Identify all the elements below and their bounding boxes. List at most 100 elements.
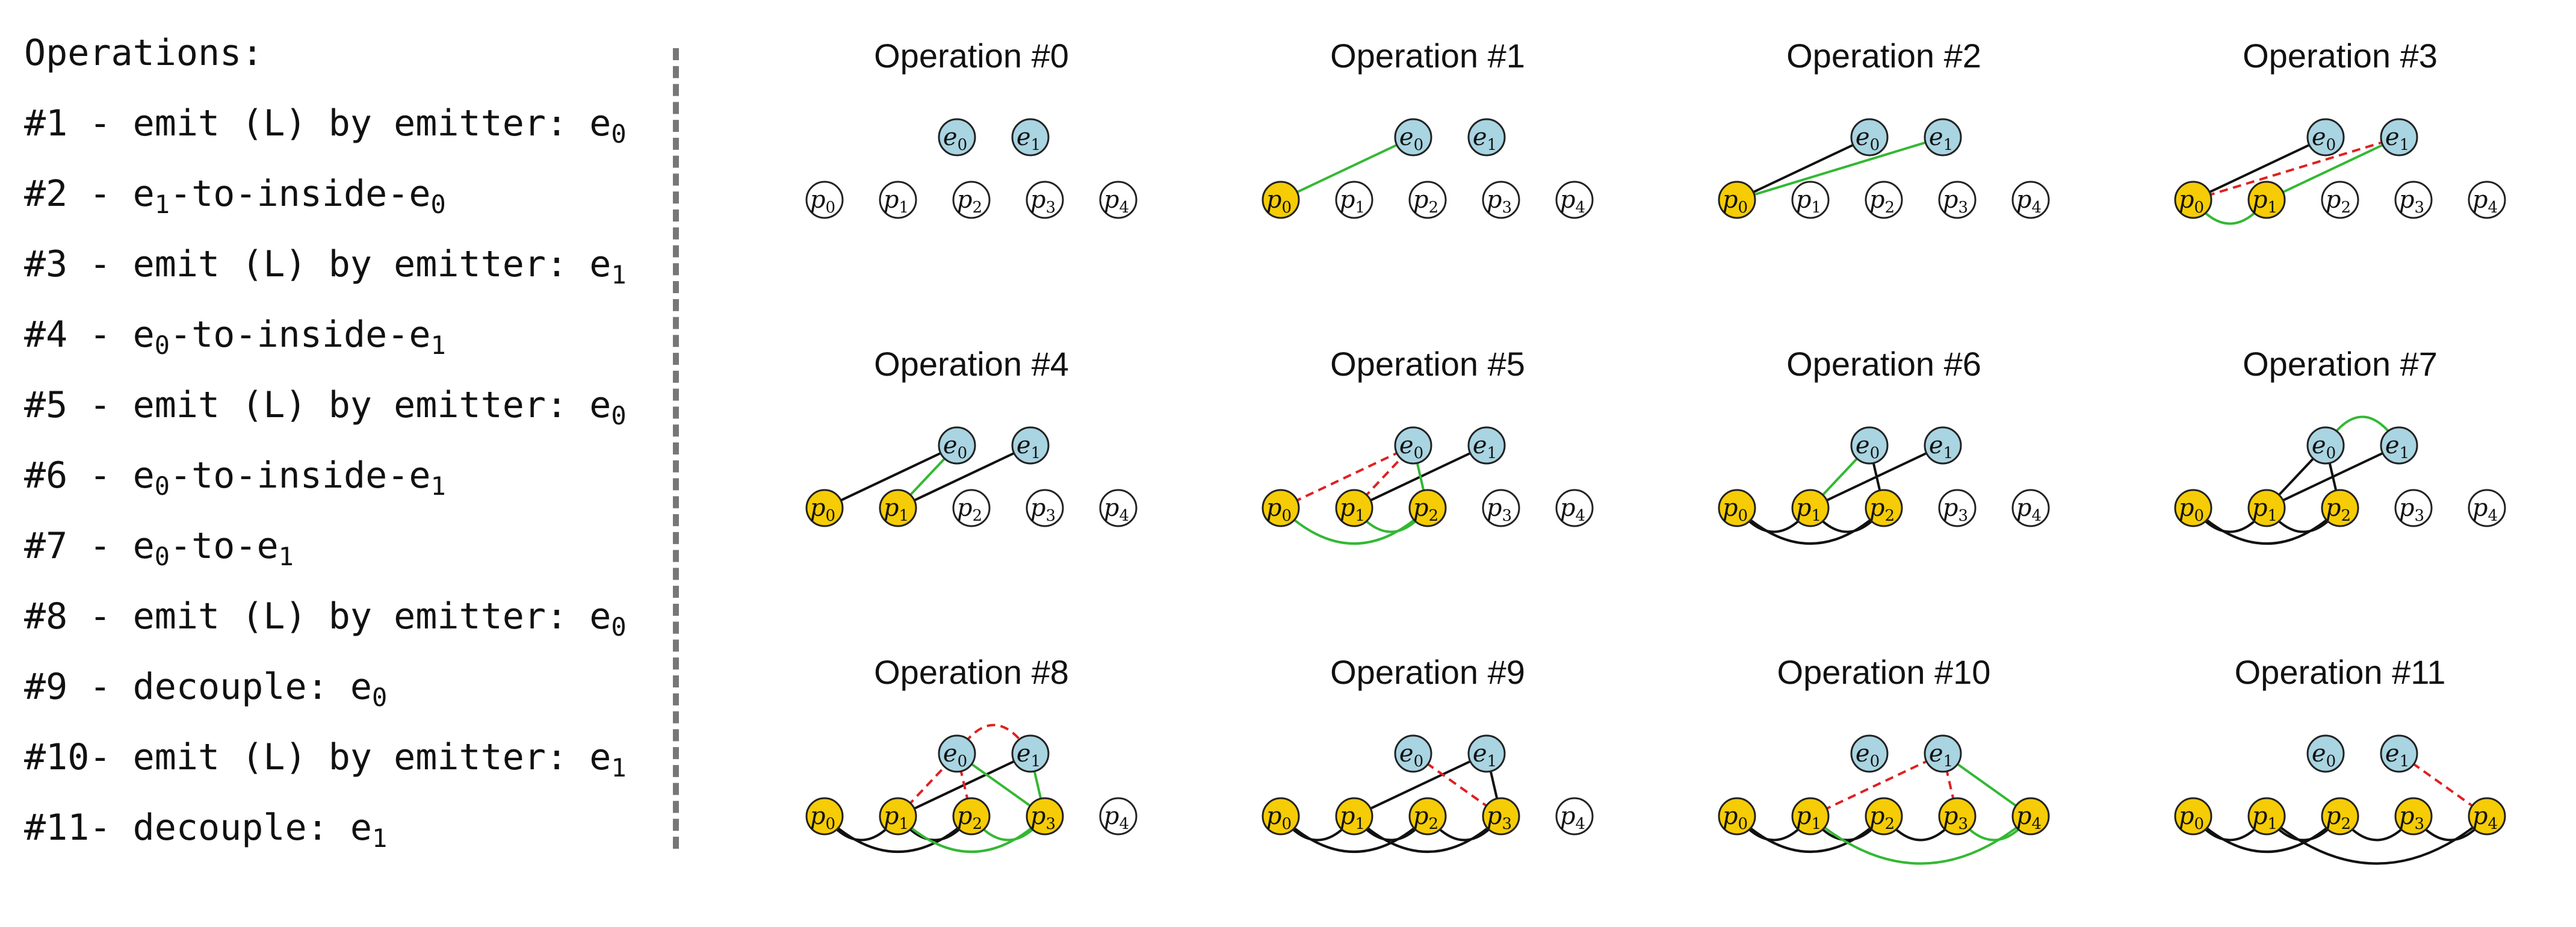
operation-item: #6 - e0-to-inside-e1 bbox=[24, 451, 627, 522]
node-label: e0 bbox=[2312, 432, 2336, 462]
operation-text: emit (L) by emitter: e bbox=[132, 243, 611, 285]
photon-node bbox=[952, 489, 991, 527]
operation-subscript: 0 bbox=[154, 542, 170, 571]
photon-node bbox=[2321, 797, 2359, 836]
emitter-node bbox=[938, 426, 976, 465]
node-label: p1 bbox=[1796, 802, 1821, 833]
node-label: p2 bbox=[1869, 802, 1895, 833]
photon-node bbox=[1335, 797, 1373, 836]
node-label: p0 bbox=[1723, 186, 1748, 217]
operation-item: #11- decouple: e1 bbox=[24, 804, 627, 874]
panel-title: Operation #1 bbox=[1330, 37, 1525, 75]
graph-edge bbox=[823, 815, 973, 854]
emitter-node bbox=[1011, 118, 1050, 157]
photon-node bbox=[1408, 181, 1447, 219]
node-label: e1 bbox=[1929, 740, 1953, 770]
photon-node bbox=[879, 489, 917, 527]
emitter-node bbox=[1850, 426, 1889, 465]
node-label: p0 bbox=[1723, 802, 1748, 833]
operation-item: #9 - decouple: e0 bbox=[24, 663, 627, 733]
graph-edge bbox=[1353, 815, 1502, 854]
photon-node bbox=[2394, 181, 2433, 219]
node-label: p2 bbox=[957, 494, 982, 525]
operation-subscript: 0 bbox=[371, 683, 388, 712]
graph-edge bbox=[2192, 507, 2341, 545]
node-label: e0 bbox=[2312, 740, 2336, 770]
node-label: e0 bbox=[1856, 123, 1880, 154]
operation-number: #1 - bbox=[24, 102, 133, 144]
node-label: e0 bbox=[943, 432, 967, 462]
emitter-node bbox=[1467, 118, 1506, 157]
node-label: p3 bbox=[2399, 494, 2424, 525]
photon-node bbox=[1865, 797, 1903, 836]
operation-text: -to-e bbox=[170, 525, 279, 567]
node-label: p4 bbox=[2472, 494, 2498, 525]
operation-item: #7 - e0-to-e1 bbox=[24, 522, 627, 592]
node-label: p3 bbox=[1487, 186, 1512, 217]
panel-title: Operation #0 bbox=[874, 37, 1069, 75]
node-label: p2 bbox=[1869, 186, 1895, 217]
graph-edge bbox=[824, 444, 958, 509]
emitter-node bbox=[1394, 734, 1432, 773]
node-label: p0 bbox=[1723, 494, 1748, 525]
photon-node bbox=[1791, 797, 1830, 836]
node-label: e1 bbox=[1473, 432, 1497, 462]
node-label: p0 bbox=[1266, 494, 1292, 525]
node-label: e0 bbox=[1399, 432, 1423, 462]
operation-text: -to-inside-e bbox=[170, 314, 431, 356]
photon-node bbox=[2011, 489, 2050, 527]
photon-node bbox=[952, 181, 991, 219]
operation-text: emit (L) by emitter: e bbox=[132, 102, 611, 144]
node-label: e0 bbox=[1399, 123, 1423, 154]
node-label: e1 bbox=[1473, 123, 1497, 154]
panel-title: Operation #11 bbox=[2235, 653, 2446, 691]
graph-edge bbox=[1810, 444, 1943, 509]
graph-edge bbox=[1736, 815, 1885, 854]
node-label: p1 bbox=[884, 802, 909, 833]
graph-edge bbox=[1280, 507, 1429, 545]
photon-node bbox=[2321, 489, 2359, 527]
graph-edge bbox=[897, 815, 1046, 854]
operation-number: #6 - bbox=[24, 454, 133, 497]
node-label: p2 bbox=[957, 802, 982, 833]
operation-subscript: 1 bbox=[371, 823, 388, 853]
emitter-node bbox=[1924, 118, 1962, 157]
operation-item: #3 - emit (L) by emitter: e1 bbox=[24, 240, 627, 311]
photon-node bbox=[2174, 489, 2212, 527]
photon-node bbox=[1408, 489, 1447, 527]
emitter-node bbox=[1011, 426, 1050, 465]
node-label: p2 bbox=[2326, 186, 2351, 217]
graph-edge bbox=[2193, 136, 2326, 201]
node-label: e1 bbox=[1929, 432, 1953, 462]
node-label: p3 bbox=[1030, 802, 1056, 833]
photon-node bbox=[2468, 181, 2506, 219]
photon-node bbox=[2321, 181, 2359, 219]
node-label: p4 bbox=[2472, 186, 2498, 217]
photon-node bbox=[1791, 489, 1830, 527]
operation-subscript: 1 bbox=[278, 542, 294, 571]
node-label: e1 bbox=[1017, 123, 1041, 154]
photon-node bbox=[2394, 797, 2433, 836]
photon-node bbox=[1026, 181, 1064, 219]
operation-number: #10- bbox=[24, 736, 133, 778]
panel-title: Operation #9 bbox=[1330, 653, 1525, 691]
node-label: p0 bbox=[1266, 802, 1292, 833]
emitter-node bbox=[1924, 426, 1962, 465]
operation-number: #8 - bbox=[24, 595, 133, 637]
emitter-node bbox=[2380, 118, 2418, 157]
panel-title: Operation #4 bbox=[874, 345, 1069, 383]
photon-node bbox=[1099, 181, 1138, 219]
operation-number: #11- bbox=[24, 807, 133, 849]
node-label: e1 bbox=[2385, 740, 2409, 770]
photon-node bbox=[1099, 797, 1138, 836]
graph-edge bbox=[897, 444, 1031, 509]
node-label: p1 bbox=[1340, 802, 1365, 833]
